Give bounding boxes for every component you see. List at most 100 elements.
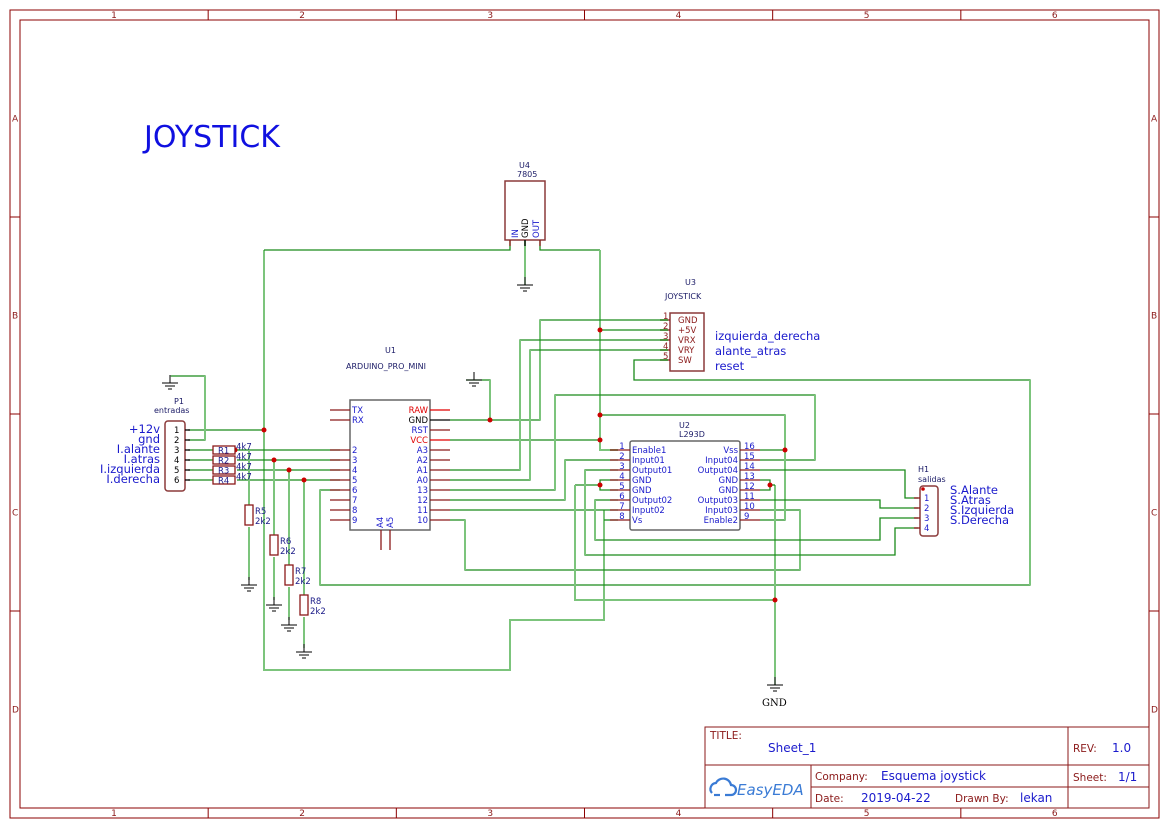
date-value: 2019-04-22	[861, 791, 931, 805]
u2-right-pin-name: Output03	[698, 496, 738, 506]
rev-label: REV:	[1073, 743, 1097, 755]
u1-left-pin-label: 5	[352, 476, 357, 486]
frame-col-label-top: 6	[1052, 11, 1058, 21]
u2-left-pin-number: 7	[619, 502, 624, 512]
u1-right-pin-label: VCC	[410, 436, 428, 446]
company-value: Esquema joystick	[881, 769, 986, 783]
u1-left-pin-label: 9	[352, 516, 357, 526]
junctions	[232, 234, 788, 603]
u1-right-pin-label: A3	[417, 446, 428, 456]
p1-net-label: gnd	[138, 432, 160, 446]
frame-col-label-top: 2	[299, 11, 305, 21]
frame-col-label-top: 1	[111, 11, 117, 21]
ground-icon	[517, 277, 533, 292]
u2-right-pin-number: 14	[744, 462, 755, 472]
frame-row-label-right: A	[1151, 115, 1158, 125]
u1-right-pin-label: 12	[417, 496, 428, 506]
resistor-ref: R3	[218, 467, 229, 477]
net-label-reset: reset	[715, 359, 745, 373]
u4-regulator[interactable]: U4 7805 IN GND OUT	[504, 161, 546, 246]
u2-right-pin-number: 13	[744, 472, 755, 482]
ground-icon	[296, 644, 312, 659]
u3-value: JOYSTICK	[664, 292, 702, 301]
h1-net-label: S.Alante	[950, 483, 998, 497]
net-label-alante-atras: alante_atras	[715, 344, 786, 358]
h1-value: salidas	[918, 475, 946, 484]
u2-left-pin-name: Output01	[632, 466, 672, 476]
h1-pin-number: 2	[924, 504, 929, 514]
frame-row-label-right: B	[1151, 312, 1157, 322]
p1-net-label: +12v	[129, 422, 160, 436]
gnd-net-label: GND	[762, 698, 787, 709]
frame-row-label-left: A	[12, 115, 19, 125]
frame-col-label-bottom: 1	[111, 809, 117, 819]
frame-col-label-bottom: 2	[299, 809, 305, 819]
u1-right-pin-label: 13	[417, 486, 428, 496]
u4-value: 7805	[517, 170, 537, 179]
p1-pin-number: 6	[174, 476, 179, 486]
u3-pin-number: 5	[663, 352, 668, 362]
frame-col-label-top: 4	[676, 11, 682, 21]
u2-right-pin-number: 16	[744, 442, 755, 452]
resistor-ref: R1	[218, 447, 229, 457]
title-label: TITLE:	[709, 730, 742, 742]
u1-right-pin-label: RAW	[409, 406, 429, 416]
resistor-value: 4k7	[236, 453, 252, 463]
p1-net-label: I.derecha	[106, 472, 160, 486]
u1-right-pin-label: RST	[412, 426, 429, 436]
ground-icon	[241, 577, 257, 592]
frame-col-label-top: 3	[487, 11, 493, 21]
p1-value: entradas	[154, 406, 189, 415]
u2-left-pin-number: 2	[619, 452, 624, 462]
easyeda-logo-text: EasyEDA	[737, 781, 804, 799]
u1-left-pin-label: 8	[352, 506, 357, 516]
resistor-ref: R6	[280, 537, 291, 547]
u2-right-pin-number: 9	[744, 512, 749, 522]
resistor-ref: R4	[218, 477, 229, 487]
schematic-title: JOYSTICK	[142, 120, 281, 155]
title-block: TITLE: Sheet_1 REV: 1.0 Company: Esquema…	[704, 726, 1150, 809]
sheet-value: 1/1	[1118, 770, 1137, 784]
u2-left-pin-name: Input01	[632, 456, 665, 466]
u1-right-pin-label: A2	[417, 456, 428, 466]
drawn-by-value: lekan	[1020, 791, 1052, 805]
u4-pin-gnd: GND	[521, 218, 531, 238]
resistor-ref: R8	[310, 597, 321, 607]
h1-pin-number: 1	[924, 494, 929, 504]
p1-ref: P1	[174, 397, 184, 406]
p1-pin-number: 3	[174, 446, 179, 456]
u1-left-pin-label: TX	[351, 406, 363, 416]
u1-ref: U1	[385, 346, 396, 355]
frame-col-label-top: 5	[864, 11, 870, 21]
frame-row-label-left: C	[12, 509, 18, 519]
u1-left-pin-label: 6	[352, 486, 357, 496]
u1-right-pin-label: GND	[409, 416, 429, 426]
p1-connector-entradas[interactable]: P1 entradas 1+12v2gnd3I.alante4I.atras5I…	[100, 397, 190, 492]
u1-right-pin-label: 11	[417, 506, 428, 516]
h1-connector-salidas[interactable]: H1 salidas 1S.Alante2S.Atras3S.Izquierda…	[914, 465, 1014, 537]
u4-pin-out: OUT	[532, 219, 542, 238]
resistor-ref: R5	[255, 507, 266, 517]
u1-left-pin-label: 4	[352, 466, 357, 476]
u3-pin-number: 4	[663, 342, 668, 352]
u2-ref: U2	[679, 421, 690, 430]
u1-arduino-pro-mini[interactable]: U1 ARDUINO_PRO_MINI TXRX23456789RAWGNDRS…	[330, 346, 450, 550]
u2-right-pin-number: 11	[744, 492, 755, 502]
wires	[170, 240, 1031, 685]
resistor-value: 2k2	[255, 517, 271, 527]
h1-net-label: S.Atras	[950, 493, 991, 507]
u2-right-pin-name: Output04	[698, 466, 738, 476]
